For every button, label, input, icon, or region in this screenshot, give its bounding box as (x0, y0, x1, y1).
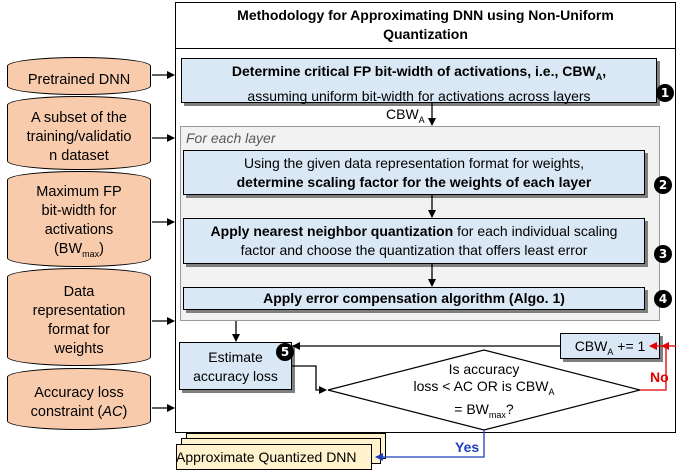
format-line-2: representation (32, 303, 126, 319)
accuracy-line-1: Accuracy loss (34, 385, 124, 401)
step4-number-badge: 4 (654, 290, 672, 308)
step3-line-2: factor and choose the quantization that … (240, 242, 588, 258)
input-pretrained-dnn: Pretrained DNN (7, 57, 151, 95)
input-dataset-subset: A subset of the training/validatio n dat… (7, 96, 151, 170)
output-label: Approximate Quantized DNN (176, 449, 357, 465)
step1-line-2: assuming uniform bit-width for activatio… (247, 87, 591, 104)
decision-text: Is accuracy loss < AC OR is CBWA = BWmax… (384, 361, 584, 424)
step5-estimate-accuracy-loss: Estimate accuracy loss (179, 342, 292, 390)
input-accuracy-constraint: Accuracy loss constraint (AC) (7, 368, 151, 430)
step2-number-badge: 2 (654, 176, 672, 194)
maxfp-line-1: Maximum FP (36, 183, 122, 200)
step2-line-2: determine scaling factor for the weights… (236, 174, 592, 190)
step2-line-1: Using the given data representation form… (243, 155, 585, 171)
subset-line-1: A subset of the (31, 109, 127, 126)
arrow-no-path (640, 342, 667, 391)
subset-line-2: training/validatio (26, 128, 132, 145)
estimate-line-1: Estimate (208, 349, 263, 365)
step1-bold-text: Determine critical FP bit-width of activ… (231, 63, 596, 79)
subset-line-3: n dataset (49, 147, 109, 164)
methodology-title: Methodology for Approximating DNN using … (175, 6, 676, 44)
format-line-1: Data (63, 284, 95, 300)
input-pretrained-label: Pretrained DNN (27, 71, 131, 88)
yes-label: Yes (455, 439, 480, 455)
step3-number-badge: 3 (654, 245, 672, 263)
maxfp-line-4: (BWmax) (53, 240, 105, 259)
arrow-estimate-to-decision (292, 365, 327, 394)
step3-bold-text: Apply nearest neighbor quantization (210, 223, 454, 239)
for-each-layer-label: For each layer (186, 130, 276, 146)
format-line-3: format for (47, 322, 111, 338)
cbwa-flow-label: CBWA (386, 106, 425, 125)
step3-nearest-neighbor-quantization: Apply nearest neighbor quantization for … (183, 218, 645, 264)
input-max-fp-bitwidth: Maximum FP bit-width for activations (BW… (7, 171, 151, 267)
step2-determine-scaling-factor: Using the given data representation form… (183, 150, 645, 195)
output-sheet-front (176, 444, 372, 470)
maxfp-line-3: activations (44, 221, 114, 238)
increment-cbwa-box: CBWA += 1 (560, 333, 660, 359)
decision-line-1: Is accuracy (448, 361, 520, 377)
step1-number-badge: 1 (656, 84, 674, 102)
arrow-yes-path (375, 430, 485, 461)
title-divider (175, 48, 676, 49)
accuracy-line-2: constraint (AC) (30, 404, 128, 420)
maxfp-line-2: bit-width for (41, 202, 117, 219)
no-label: No (650, 369, 669, 385)
step5-number-badge: 5 (276, 343, 294, 361)
step4-error-compensation: Apply error compensation algorithm (Algo… (183, 287, 645, 310)
step4-bold-text: Apply error compensation algorithm (Algo… (263, 290, 565, 306)
format-line-4: weights (54, 341, 104, 357)
title-line-2: Quantization (383, 26, 468, 42)
estimate-line-2: accuracy loss (193, 368, 278, 384)
input-data-representation-format: Data representation format for weights (7, 268, 151, 366)
step1-determine-critical-bitwidth: Determine critical FP bit-width of activ… (181, 58, 657, 104)
title-line-1: Methodology for Approximating DNN using … (237, 7, 614, 23)
